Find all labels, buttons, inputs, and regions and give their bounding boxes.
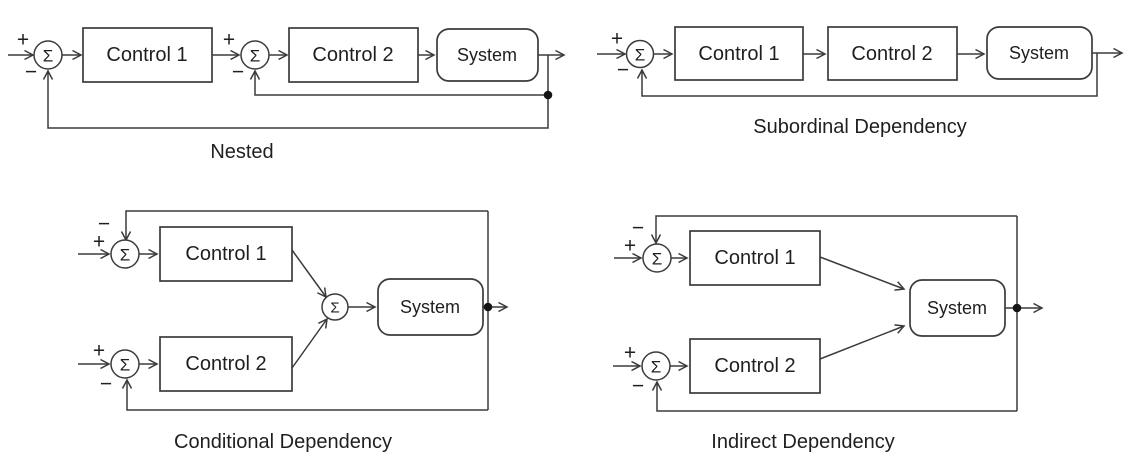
control-2-label: Control 2: [714, 355, 795, 377]
branch-dot: [543, 90, 553, 100]
minus-sign: −: [25, 61, 37, 84]
feedback-line: [636, 53, 1098, 97]
minus-sign: −: [100, 373, 112, 396]
sigma-symbol: Σ: [635, 46, 646, 65]
control1-to-sum3-arrow: [291, 249, 327, 299]
plus-sign: +: [93, 340, 105, 363]
control-2-label: Control 2: [185, 353, 266, 375]
sigma-symbol: Σ: [651, 358, 662, 377]
control-1-block: [689, 230, 821, 286]
diagram-indirect: − + Σ Control 1 + Σ − Control 2 System I…: [613, 215, 1044, 453]
plus-sign: +: [93, 231, 105, 254]
control2-to-sum3-arrow: [291, 317, 328, 369]
control1-to-system-arrow: [819, 256, 906, 291]
diagram-conditional: − + Σ Control 1 + Σ − Control 2 Σ System…: [78, 210, 509, 453]
diagram-nested: + Σ − Control 1 + Σ − Control 2 System N…: [8, 27, 566, 163]
control-2-block: [827, 26, 958, 81]
diagram-title: Indirect Dependency: [711, 431, 894, 453]
feedback-top-line: [650, 215, 1017, 245]
diagram-title: Conditional Dependency: [174, 431, 392, 453]
system-label: System: [927, 298, 987, 318]
feedback-bottom-line: [651, 380, 1017, 412]
system-label: System: [457, 45, 517, 65]
sigma-symbol: Σ: [43, 47, 54, 66]
plus-sign: +: [624, 342, 636, 365]
control2-to-system-arrow: [819, 324, 906, 360]
plus-sign: +: [611, 28, 623, 51]
sigma-symbol: Σ: [120, 356, 131, 375]
diagram-title: Subordinal Dependency: [753, 116, 967, 138]
plus-sign: +: [223, 29, 235, 52]
control-2-label: Control 2: [851, 43, 932, 65]
control-1-label: Control 1: [106, 44, 187, 66]
control-1-label: Control 1: [185, 243, 266, 265]
inner-feedback-line: [249, 69, 548, 96]
control-2-block: [288, 27, 419, 83]
branch-dot: [1012, 303, 1022, 313]
control-1-label: Control 1: [714, 247, 795, 269]
system-label: System: [400, 297, 460, 317]
summing-junction: [625, 39, 655, 69]
control-2-block: [159, 336, 293, 392]
control-1-block: [674, 26, 804, 81]
minus-sign: −: [632, 217, 644, 240]
control-2-block: [689, 338, 821, 394]
diagram-subordinal: + Σ − Control 1 Control 2 System Subordi…: [597, 26, 1124, 138]
plus-sign: +: [624, 235, 636, 258]
feedback-bottom-line: [121, 378, 488, 411]
sigma-symbol: Σ: [250, 47, 261, 66]
plus-sign: +: [17, 29, 29, 52]
control-2-label: Control 2: [312, 44, 393, 66]
minus-sign: −: [632, 375, 644, 398]
system-label: System: [1009, 43, 1069, 63]
minus-sign: −: [98, 213, 110, 236]
control-1-block: [82, 27, 213, 83]
minus-sign: −: [617, 59, 629, 82]
feedback-top-line: [120, 210, 488, 242]
branch-dot: [483, 302, 493, 312]
control-1-block: [159, 226, 293, 282]
control-1-label: Control 1: [698, 43, 779, 65]
sigma-symbol: Σ: [120, 246, 131, 265]
sigma-symbol: Σ: [330, 300, 339, 317]
sigma-symbol: Σ: [652, 250, 663, 269]
minus-sign: −: [232, 61, 244, 84]
diagram-title: Nested: [210, 141, 273, 163]
